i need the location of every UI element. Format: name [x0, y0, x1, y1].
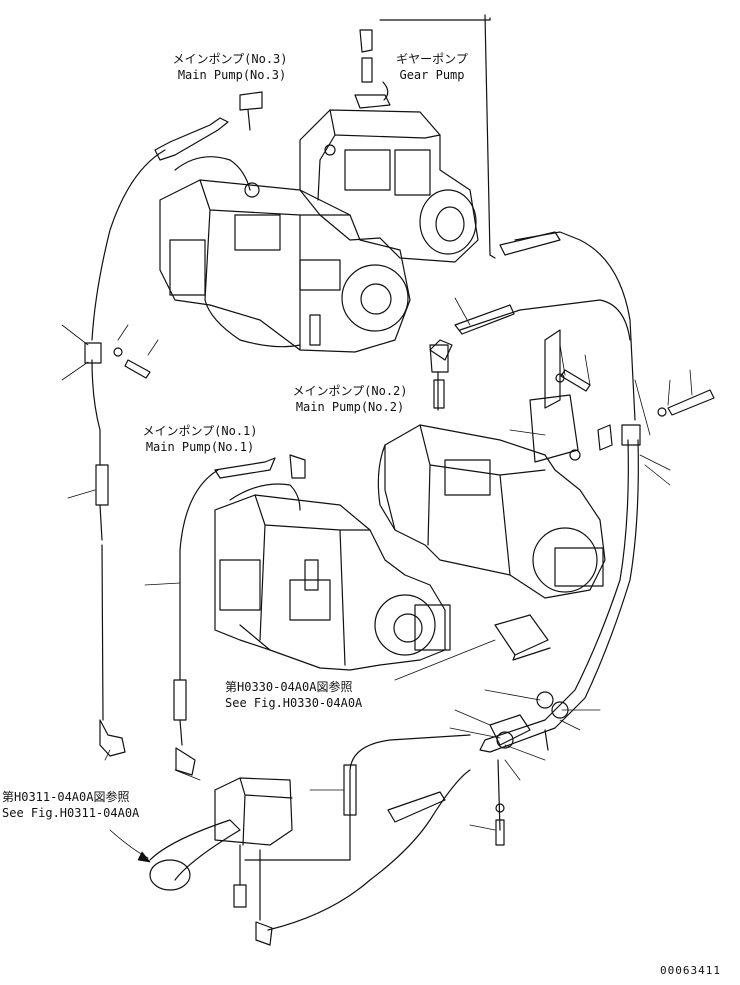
reference-h0311-jp: 第H0311-04A0A図参照: [2, 790, 130, 804]
main-pump-no1: [214, 483, 451, 671]
gear-pump-label-jp: ギヤーポンプ: [396, 52, 468, 66]
main-pump-no1-label-en: Main Pump(No.1): [145, 440, 255, 454]
hose-lines: [84, 14, 715, 946]
reference-h0330-en: See Fig.H0330-04A0A: [225, 696, 363, 710]
leader-lines: [61, 297, 693, 863]
main-pump-no2-label-jp: メインポンプ(No.2): [292, 384, 408, 398]
main-pump-no2: [377, 329, 606, 599]
main-pump-no1-label-jp: メインポンプ(No.1): [142, 424, 258, 438]
main-pump-no3-label-en: Main Pump(No.3): [177, 68, 287, 82]
gear-pump-label-en: Gear Pump: [399, 68, 465, 82]
main-pump-no3-label-jp: メインポンプ(No.3): [172, 52, 288, 66]
gear-pump: [299, 29, 479, 263]
main-pump-no3: [159, 91, 411, 353]
drawing-number: 00063411: [660, 964, 721, 977]
reference-h0330-jp: 第H0330-04A0A図参照: [225, 680, 353, 694]
main-pump-no2-label-en: Main Pump(No.2): [295, 400, 405, 414]
reference-h0311-en: See Fig.H0311-04A0A: [2, 806, 140, 820]
